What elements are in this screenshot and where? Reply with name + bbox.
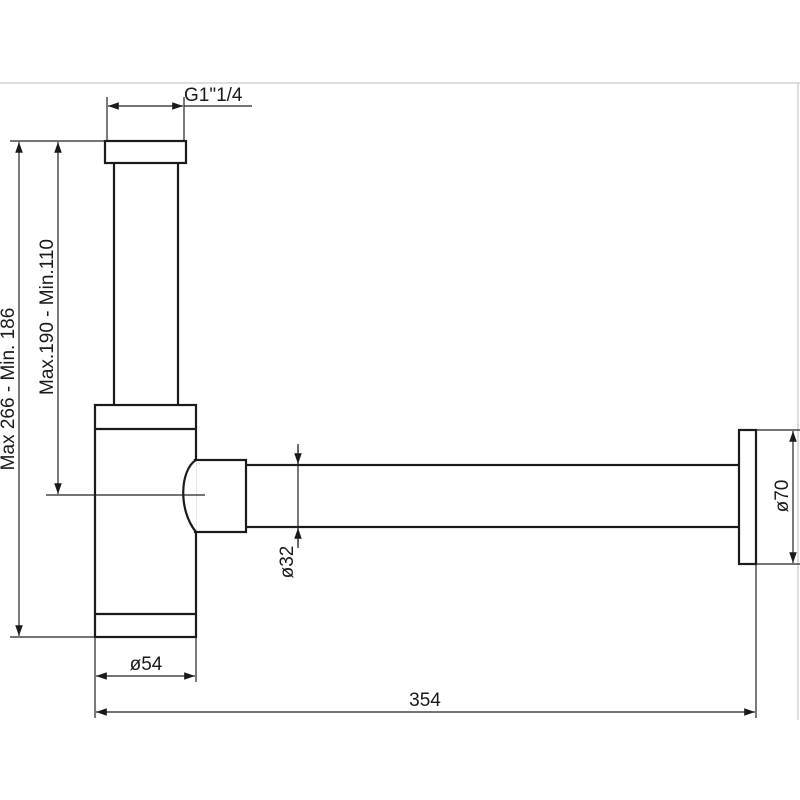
siphon-body-group: [93, 139, 758, 639]
label-inner-height: Max.190 - Min.110: [37, 239, 58, 395]
dimension-labels: G1"1/4 Max 266 - Min. 186 Max.190 - Min.…: [0, 85, 793, 711]
top-nut: [103, 139, 188, 165]
outlet-pipe: [243, 463, 743, 529]
outlet-nut: [193, 458, 248, 534]
label-thread: G1"1/4: [184, 85, 243, 106]
dimension-lines: [15, 102, 797, 716]
label-total-height: Max 266 - Min. 186: [0, 308, 19, 471]
extension-lines: [10, 97, 800, 718]
label-body-diameter: ø54: [130, 654, 163, 675]
tailpiece-tube: [112, 160, 180, 408]
label-pipe-diameter: ø32: [277, 546, 298, 579]
label-overall-length: 354: [409, 690, 441, 711]
bottle-body: [93, 403, 198, 639]
label-flange-diameter: ø70: [772, 480, 793, 513]
wall-flange: [737, 428, 758, 566]
outlet-curve: [182, 459, 197, 533]
